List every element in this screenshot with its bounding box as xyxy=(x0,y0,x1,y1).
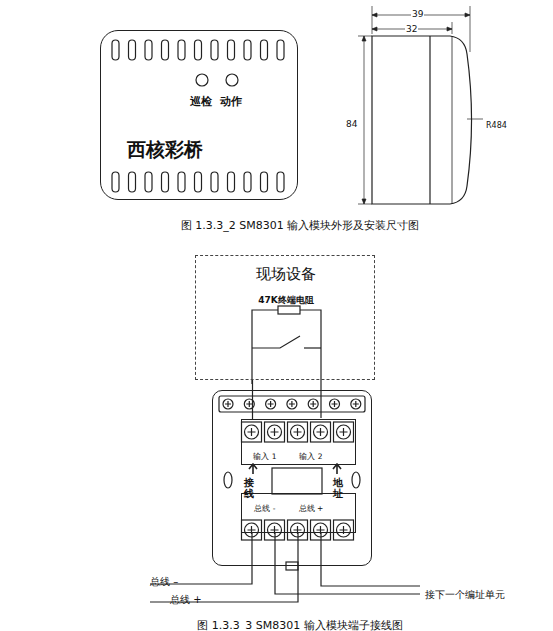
wire-connector xyxy=(252,380,253,419)
text-slot: 输入 1 xyxy=(242,444,288,463)
label-slot: R484 xyxy=(486,113,507,132)
module-terminal-view: 接线 地址 输入 1 输入 2 总线 - 总线 + xyxy=(212,390,372,566)
wire-label: 接下一个编址单元 xyxy=(425,589,505,601)
terminal-label: 总线 - xyxy=(254,505,275,514)
label-slot: 总线 + xyxy=(170,588,202,607)
box-title: 现场设备 xyxy=(256,266,316,283)
wire-label: 总线 – xyxy=(150,576,178,588)
side-view xyxy=(372,36,472,204)
brand-name: 西核彩桥 xyxy=(127,139,203,161)
field-wiring xyxy=(252,306,321,418)
module-front-view: 西核彩桥 xyxy=(100,30,298,200)
text-slot: 接线 xyxy=(244,477,254,501)
caption-slot: 图 1.3.3_3 SM8301 输入模块端子接线图 xyxy=(60,614,540,631)
vertical-label: 接线 xyxy=(244,477,254,499)
input-terminal-block: 输入 1 输入 2 xyxy=(241,419,356,465)
bus-wires xyxy=(150,532,420,602)
wire-label: 总线 + xyxy=(170,594,202,606)
led-label: 巡检 xyxy=(190,96,212,109)
label-slot: 84 xyxy=(345,112,358,131)
label-slot: 39 xyxy=(411,2,424,21)
dimension: 39 xyxy=(411,9,424,19)
label-slot: 图 1.3.3_2 SM8301 输入模块外形及安装尺寸图 xyxy=(60,214,540,233)
label-slot: 动作 xyxy=(220,90,242,109)
led xyxy=(226,74,238,86)
text-slot: 输入 2 xyxy=(288,444,334,463)
bus-terminal-block: 总线 - 总线 + xyxy=(241,493,356,533)
seam xyxy=(429,36,430,204)
text-slot: 47K终端电阻 xyxy=(196,288,376,307)
terminal-label: 输入 2 xyxy=(299,453,322,462)
label-slot: 总线 – xyxy=(150,570,178,589)
figure-caption: 图 1.3.3_2 SM8301 输入模块外形及安装尺寸图 xyxy=(181,220,419,233)
resistor-symbol xyxy=(278,306,300,314)
terminal-label: 输入 1 xyxy=(253,453,276,462)
module-details xyxy=(219,396,365,570)
label-slot: 接下一个编址单元 xyxy=(425,583,505,602)
led-label: 动作 xyxy=(220,96,242,109)
text-slot: 西核彩桥 xyxy=(127,139,203,161)
dimension: 84 xyxy=(345,119,358,129)
text-slot: 地址 xyxy=(333,477,343,501)
resistor-label: 47K终端电阻 xyxy=(258,295,314,305)
vertical-label: 地址 xyxy=(333,477,343,499)
label-slot: 巡检 xyxy=(190,90,212,109)
vent-slots xyxy=(112,40,284,192)
text-slot: 总线 + xyxy=(288,496,334,515)
dimension: R484 xyxy=(486,121,507,130)
switch-symbol xyxy=(252,336,300,348)
text-slot: 现场设备 xyxy=(196,264,376,283)
dimension-lines xyxy=(358,6,483,204)
seam xyxy=(452,36,453,204)
label-slot: 32 xyxy=(405,17,418,36)
led xyxy=(196,74,208,86)
figure-caption: 图 1.3.3_3 SM8301 输入模块端子接线图 xyxy=(197,620,402,631)
field-device-box: 现场设备 47K终端电阻 xyxy=(195,255,375,380)
terminal-label: 总线 + xyxy=(299,505,324,514)
dimension: 32 xyxy=(405,24,418,34)
